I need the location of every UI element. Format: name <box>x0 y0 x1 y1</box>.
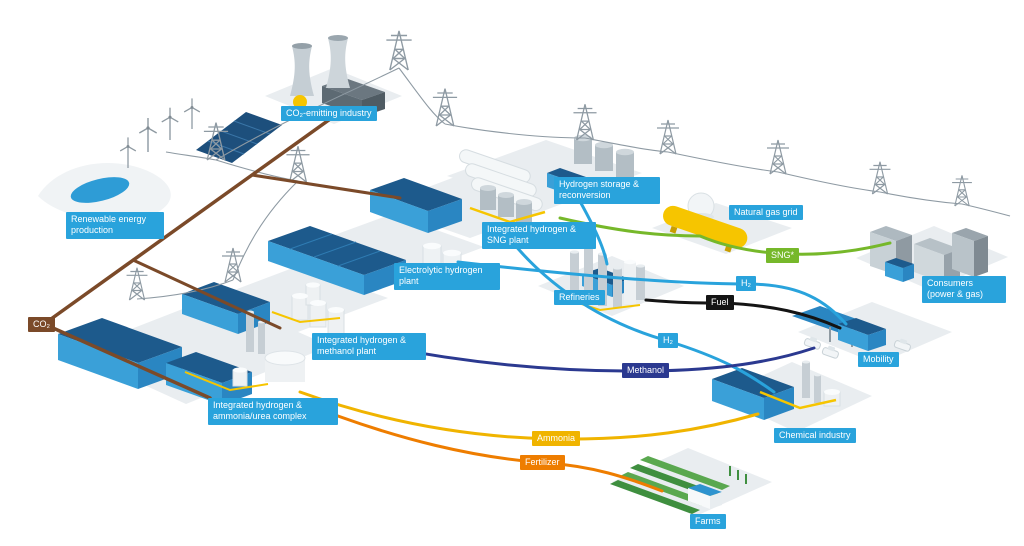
pylon-icon <box>572 103 598 141</box>
flow-label-fuel: Fuel <box>706 295 734 310</box>
pylon-icon <box>868 161 892 195</box>
pylon-icon <box>656 119 680 155</box>
label-chemical-industry: Chemical industry <box>774 428 856 444</box>
label-hydrogen-storage-reconversion: Hydrogen storage & reconversion <box>554 177 660 204</box>
flow-h2-lower-path <box>498 224 776 394</box>
flow-fertilizer-path <box>294 398 664 493</box>
flow-h2-upper-path <box>456 260 848 326</box>
flow-label-h2-upper: H₂ <box>736 276 756 291</box>
wind-turbine-icon <box>183 97 201 130</box>
wind-turbine-icon <box>160 106 180 141</box>
pylon-icon <box>221 247 245 283</box>
flow-label-sng: SNG* <box>766 248 800 263</box>
pylon-icon <box>125 267 149 301</box>
wind-turbine-icon <box>119 136 137 169</box>
pylon-icon <box>285 145 311 183</box>
label-renewable-energy-production: Renewable energy production <box>66 212 164 239</box>
flow-co2-branch-sng <box>250 173 402 200</box>
renewable-energy-illustration <box>38 97 282 221</box>
label-natural-gas-grid: Natural gas grid <box>729 205 803 221</box>
natural-gas-grid-illustration <box>663 192 748 253</box>
pylon-icon <box>766 139 790 175</box>
flow-ammonia-path <box>298 390 760 441</box>
label-integrated-hydrogen-ammonia-urea-complex: Integrated hydrogen & ammonia/urea compl… <box>208 398 338 425</box>
pylon-icon <box>385 30 413 71</box>
label-co2-emitting-industry: CO₂-emitting industry <box>281 106 377 122</box>
flow-label-h2-lower: H₂ <box>658 333 678 348</box>
label-integrated-hydrogen-methanol-plant: Integrated hydrogen & methanol plant <box>312 333 426 360</box>
flow-label-co2: CO₂ <box>28 317 55 332</box>
flow-h2-storage-refineries-path <box>575 194 609 266</box>
sng-plant-illustration <box>370 178 546 233</box>
ammonia-complex-illustration <box>58 310 306 405</box>
car-icon <box>803 336 911 359</box>
flow-sng-path <box>558 216 892 256</box>
pylon-icon <box>432 87 458 127</box>
consumers-illustration <box>870 226 988 283</box>
label-electrolytic-hydrogen-plant: Electrolytic hydrogen plant <box>394 263 500 290</box>
flow-co2-branch-methanol <box>131 258 282 330</box>
co2-emitting-industry-illustration <box>290 35 385 117</box>
label-integrated-hydrogen-sng-plant: Integrated hydrogen & SNG plant <box>482 222 596 249</box>
refineries-illustration <box>559 241 645 312</box>
label-refineries: Refineries <box>554 290 605 306</box>
wind-turbine-icon <box>138 117 158 153</box>
pylon-icon <box>951 174 973 207</box>
flow-label-fertilizer: Fertilizer <box>520 455 565 470</box>
farms-illustration <box>610 456 747 514</box>
flow-label-ammonia: Ammonia <box>532 431 581 446</box>
label-consumers-power-gas: Consumers (power & gas) <box>922 276 1006 303</box>
label-mobility: Mobility <box>858 352 899 368</box>
label-farms: Farms <box>690 514 726 530</box>
yellow-dome-icon <box>293 95 307 109</box>
flow-label-methanol: Methanol <box>622 363 670 378</box>
mobility-illustration <box>792 306 911 359</box>
